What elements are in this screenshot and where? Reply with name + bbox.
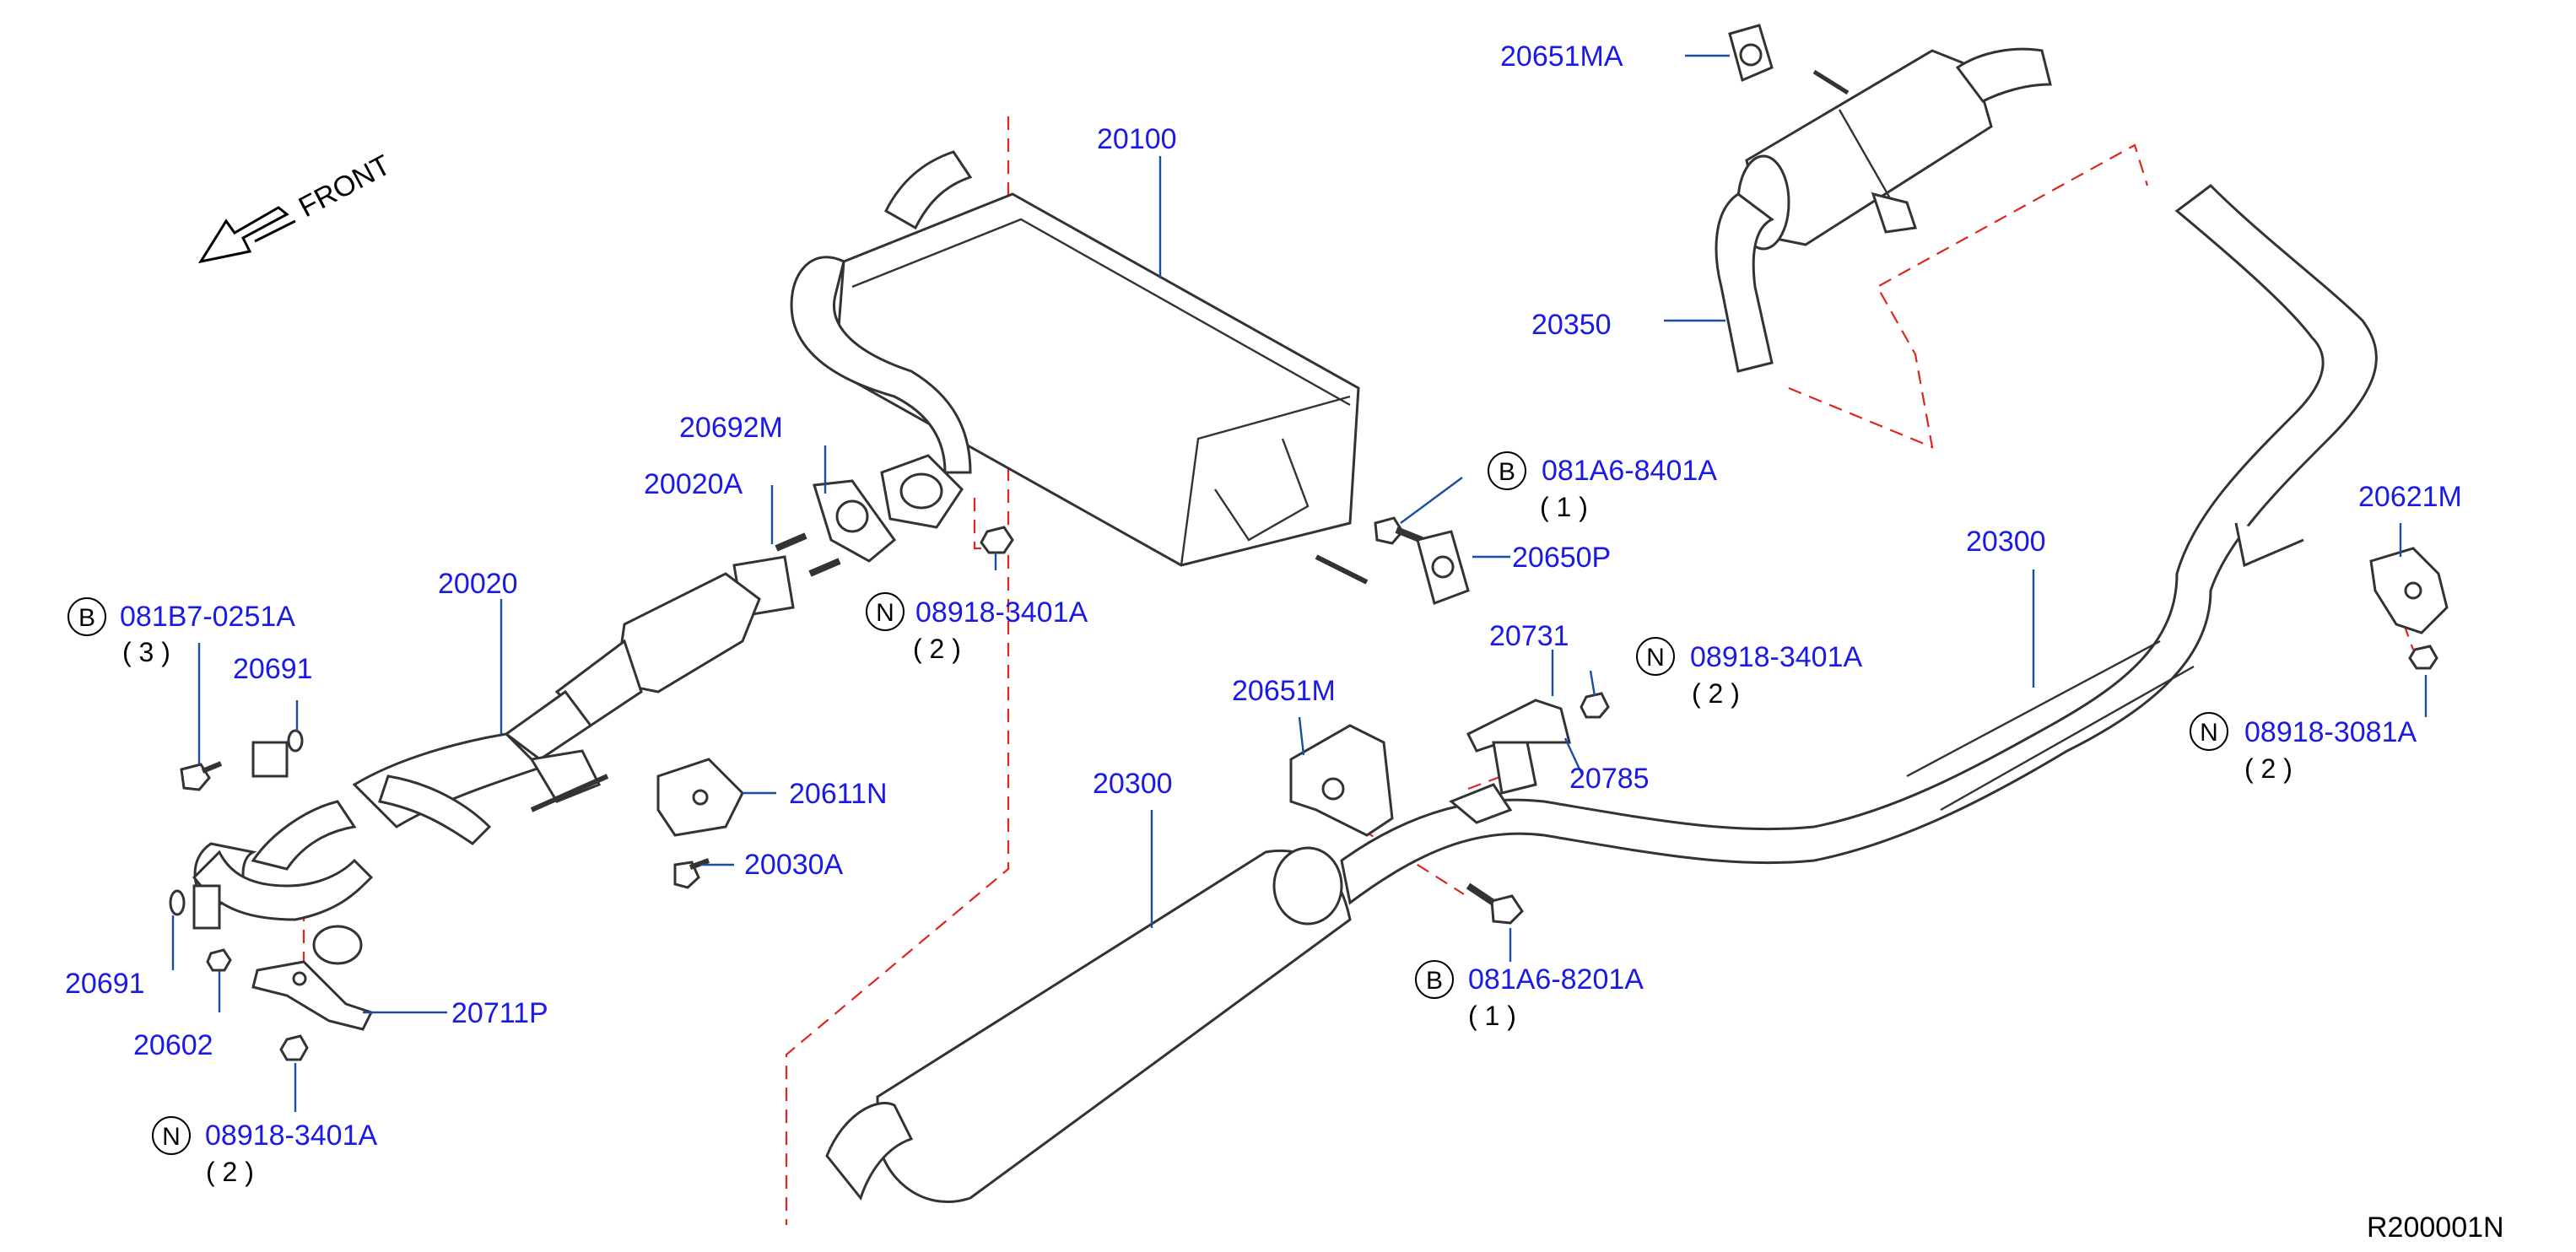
fastener-prefix: N — [1646, 644, 1665, 672]
fastener-qty: ( 1 ) — [1468, 1001, 1516, 1031]
bolt-icon — [673, 858, 710, 889]
rear-muffler-20350 — [1715, 47, 2052, 373]
part-label: 20611N — [789, 778, 888, 810]
bracket-20611N — [656, 758, 744, 837]
part-label: 20691 — [65, 968, 145, 1000]
fastener-part-number: 08918-3081A — [2244, 716, 2417, 748]
fastener-qty: ( 2 ) — [913, 634, 961, 664]
part-label: 20602 — [133, 1029, 213, 1061]
centre-muffler-20300 — [825, 184, 2378, 1203]
leader-lines — [171, 54, 2427, 1112]
rubber-insulator-20651MA — [1728, 24, 1774, 83]
part-label: 20692M — [679, 412, 783, 444]
diagram-ref-code: R200001N — [2367, 1212, 2504, 1244]
bolt-icon — [1374, 516, 1423, 545]
fastener-prefix: N — [876, 599, 894, 627]
nut-icon — [206, 948, 232, 972]
part-label: 20731 — [1489, 620, 1569, 652]
part-label: 20711P — [451, 997, 548, 1029]
part-label: 20020 — [438, 568, 518, 600]
fastener-qty: ( 2 ) — [206, 1157, 254, 1187]
hanger-bracket-20621M — [2369, 547, 2449, 634]
fastener-part-number: 08918-3401A — [205, 1120, 378, 1152]
nut-icon — [2408, 645, 2438, 670]
fastener-qty: ( 2 ) — [2244, 753, 2292, 784]
hanger-bracket-20651M — [1289, 724, 1394, 837]
part-label: 20030A — [744, 849, 844, 881]
stud-20020A — [775, 532, 841, 577]
part-label: 20300 — [1966, 526, 2046, 558]
fastener-part-number: 081B7-0251A — [120, 601, 295, 633]
rubber-insulator-20650P — [1315, 530, 1470, 605]
fastener-qty: ( 3 ) — [122, 637, 170, 667]
clamp-20711P — [251, 925, 374, 1031]
fastener-prefix: B — [1499, 458, 1515, 486]
fastener-081B7-0251A: B 081B7-0251A ( 3 ) — [68, 597, 295, 667]
fastener-prefix: B — [78, 604, 95, 632]
hanger-bracket-20731 — [1449, 699, 1571, 824]
fastener-qty: ( 2 ) — [1692, 678, 1740, 709]
front-arrow-icon — [197, 206, 296, 264]
part-label: 20691 — [233, 653, 313, 685]
fastener-081A6-8201A: B 081A6-8201A ( 1 ) — [1415, 960, 1644, 1031]
front-label: FRONT — [294, 149, 396, 224]
flange-gasket-20692M — [813, 454, 964, 563]
nut-icon — [980, 526, 1014, 554]
fastener-prefix: N — [2200, 719, 2218, 747]
part-label: 20650P — [1512, 542, 1611, 574]
part-label: 20651MA — [1500, 40, 1623, 73]
part-label: 20651M — [1232, 675, 1336, 707]
front-muffler-20100 — [790, 150, 1360, 567]
part-label: 20785 — [1569, 763, 1650, 795]
fastener-08918-3401A-bottom: N 08918-3401A ( 2 ) — [152, 1116, 378, 1187]
nut-icon — [1580, 692, 1610, 719]
part-label: 20350 — [1531, 309, 1612, 341]
fastener-prefix: N — [162, 1123, 181, 1151]
gasket-ring-20691 — [169, 729, 304, 916]
fastener-prefix: B — [1426, 967, 1443, 995]
fastener-08918-3081A: N 08918-3081A ( 2 ) — [2190, 712, 2417, 784]
fastener-08918-3401A-right: N 08918-3401A ( 2 ) — [1636, 637, 1863, 709]
fastener-081A6-8401A: B 081A6-8401A ( 1 ) — [1488, 451, 1717, 522]
bolt-icon — [180, 761, 223, 791]
fastener-08918-3401A-center: N 08918-3401A ( 2 ) — [866, 592, 1088, 664]
fastener-part-number: 08918-3401A — [915, 596, 1088, 629]
part-label: 20300 — [1093, 768, 1173, 800]
nut-icon — [279, 1034, 309, 1061]
fastener-part-number: 08918-3401A — [1690, 641, 1863, 673]
fastener-qty: ( 1 ) — [1540, 492, 1588, 522]
part-labels: 20100 20651MA 20350 20692M 20020A 20020 … — [65, 40, 2462, 1061]
part-label: 20020A — [644, 468, 743, 500]
part-label: 20621M — [2358, 481, 2462, 513]
fastener-part-number: 081A6-8201A — [1468, 963, 1644, 996]
front-tube-20020 — [192, 555, 795, 930]
part-label: 20100 — [1097, 123, 1177, 155]
bolt-icon — [1466, 882, 1524, 925]
fastener-part-number: 081A6-8401A — [1542, 455, 1717, 487]
